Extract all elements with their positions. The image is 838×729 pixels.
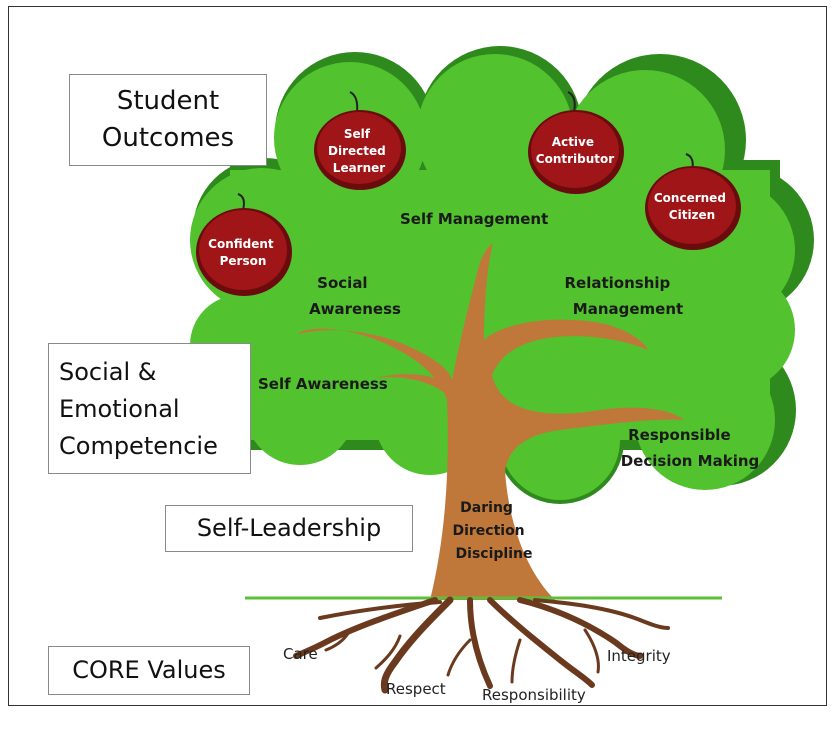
student-outcomes-line: Student xyxy=(116,86,220,116)
sel-line: Competencie xyxy=(59,432,218,460)
sel-line: Emotional xyxy=(59,395,180,423)
sel-line: Social & xyxy=(59,358,157,386)
apple-label-line: Contributor xyxy=(536,152,614,166)
svg-text:Active Contributor: Active Contributor xyxy=(536,135,614,166)
trunk-label: Daring Direction Discipline xyxy=(452,500,532,562)
student-outcomes-line: Outcomes xyxy=(101,123,235,153)
svg-text:Confident Person: Confident Person xyxy=(208,237,278,268)
apple-label-line: Active xyxy=(552,135,594,149)
svg-text:Self Directed Lear: Self Directed Learner xyxy=(328,127,390,175)
tree-trunk xyxy=(298,243,684,600)
apple-label-line: Learner xyxy=(333,161,385,175)
root-label-respect: Respect xyxy=(386,680,446,698)
apple-label-line: Citizen xyxy=(669,208,715,222)
label-responsible-decision: Responsible Decision Making xyxy=(621,426,760,470)
apple-label-line: Directed xyxy=(328,144,386,158)
student-outcomes-box: Student Outcomes xyxy=(69,74,267,166)
apple-concerned-citizen: Concerned Citizen xyxy=(645,153,741,250)
apple-active-contributor: Active Contributor xyxy=(528,91,624,194)
svg-text:Concerned Citizen: Concerned Citizen xyxy=(654,191,730,222)
apple-label-line: Concerned xyxy=(654,191,726,205)
self-leadership-box: Self-Leadership xyxy=(165,505,413,552)
root-label-care: Care xyxy=(283,645,318,663)
label-self-management: Self Management xyxy=(400,210,548,228)
apple-label-line: Person xyxy=(220,254,267,268)
label-social-awareness: Social Awareness xyxy=(309,274,401,318)
core-values-text: CORE Values xyxy=(72,656,226,684)
self-leadership-text: Self-Leadership xyxy=(196,514,382,542)
apple-label-line: Self xyxy=(344,127,371,141)
apple-confident-person: Confident Person xyxy=(196,193,292,296)
tree-roots xyxy=(293,596,670,694)
sel-competencies-box: Social & Emotional Competencie xyxy=(48,343,251,474)
root-label-integrity: Integrity xyxy=(607,647,671,665)
apple-label-line: Confident xyxy=(208,237,274,251)
label-self-awareness: Self Awareness xyxy=(258,375,388,393)
root-label-responsibility: Responsibility xyxy=(482,686,586,704)
core-values-box: CORE Values xyxy=(48,646,250,695)
label-relationship-management: Relationship Management xyxy=(564,274,683,318)
apple-self-directed: Self Directed Learner xyxy=(314,91,406,190)
